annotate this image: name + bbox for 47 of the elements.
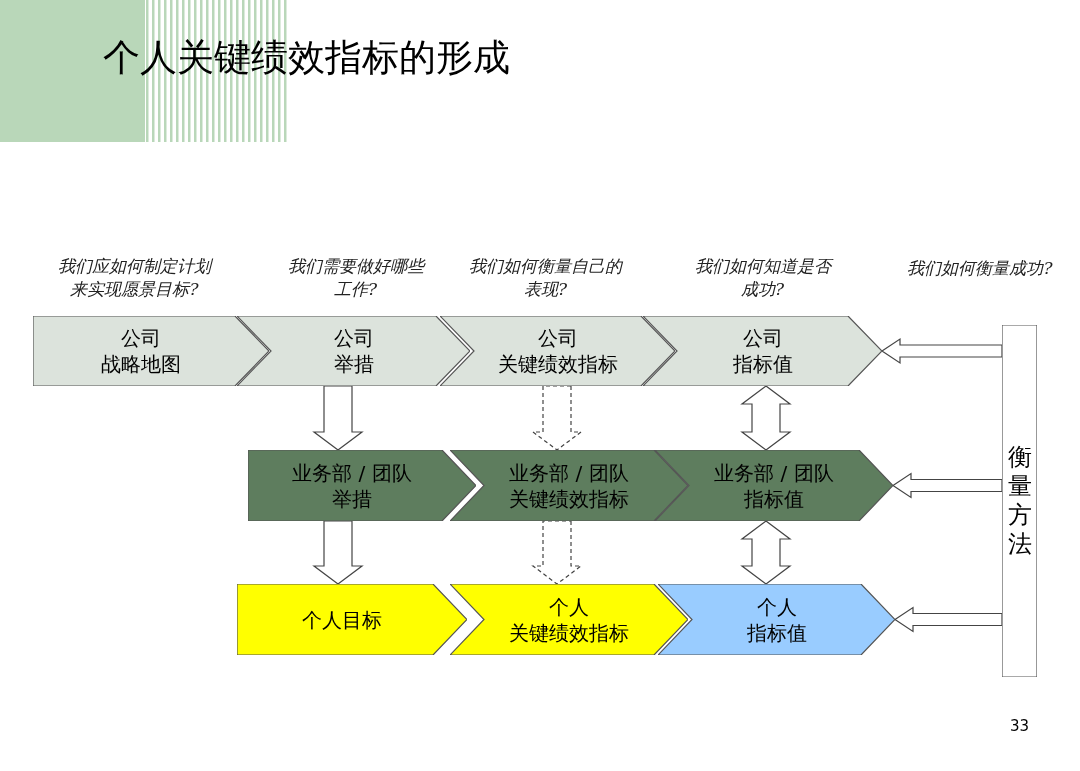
question-text: 我们如何衡量自己的表现?	[468, 255, 624, 301]
chevron-label: 个人目标	[301, 606, 382, 633]
block-arrow	[312, 520, 364, 585]
process-step	[643, 316, 882, 386]
chevron-label: 指标值	[743, 485, 805, 512]
double-block-arrow	[740, 385, 792, 451]
process-step	[655, 450, 893, 521]
chevron-label: 个人	[755, 593, 798, 620]
process-step	[237, 316, 470, 386]
block-arrow	[891, 472, 1003, 499]
chevron-label: 指标值	[732, 351, 793, 377]
process-step	[450, 584, 688, 655]
vertical-label: 衡量方法	[1007, 443, 1032, 559]
question-text: 我们如何知道是否成功?	[690, 255, 835, 301]
chevron-label: 公司	[741, 325, 784, 351]
block-arrow	[531, 520, 583, 585]
double-block-arrow	[740, 520, 792, 585]
block-arrow	[893, 606, 1003, 633]
chevron-label: 业务部 / 团队	[714, 459, 834, 486]
chevron-label: 业务部 / 团队	[292, 459, 412, 486]
title: 个人关键绩效指标的形成	[103, 35, 510, 81]
chevron-label: 战略地图	[100, 351, 181, 377]
chevron-label: 公司	[119, 325, 162, 351]
question-text: 我们需要做好哪些工作?	[286, 255, 427, 301]
block-arrow	[880, 337, 1003, 365]
process-step	[237, 584, 467, 655]
question-text: 我们应如何制定计划来实现愿景目标?	[57, 255, 214, 301]
block-arrow	[531, 385, 583, 451]
chevron-label: 公司	[333, 325, 374, 351]
process-step	[658, 584, 895, 655]
chevron-label: 举措	[330, 485, 373, 512]
chevron-label: 关键绩效指标	[497, 351, 618, 377]
chevron-label: 举措	[333, 351, 374, 377]
chevron-label: 个人	[548, 593, 590, 620]
chevron-label: 业务部 / 团队	[509, 459, 629, 486]
block-arrow	[312, 385, 364, 451]
chevron-label: 关键绩效指标	[509, 485, 629, 512]
question-text: 我们如何衡量成功?	[906, 257, 1054, 280]
chevron-label: 关键绩效指标	[509, 619, 629, 646]
process-step	[248, 450, 476, 521]
process-step	[33, 316, 269, 386]
process-step	[450, 450, 688, 521]
method-bar	[1002, 325, 1037, 677]
process-step	[440, 316, 675, 386]
chevron-label: 指标值	[746, 619, 807, 646]
chevron-label: 公司	[536, 325, 579, 351]
page-number: 33	[1010, 716, 1030, 736]
